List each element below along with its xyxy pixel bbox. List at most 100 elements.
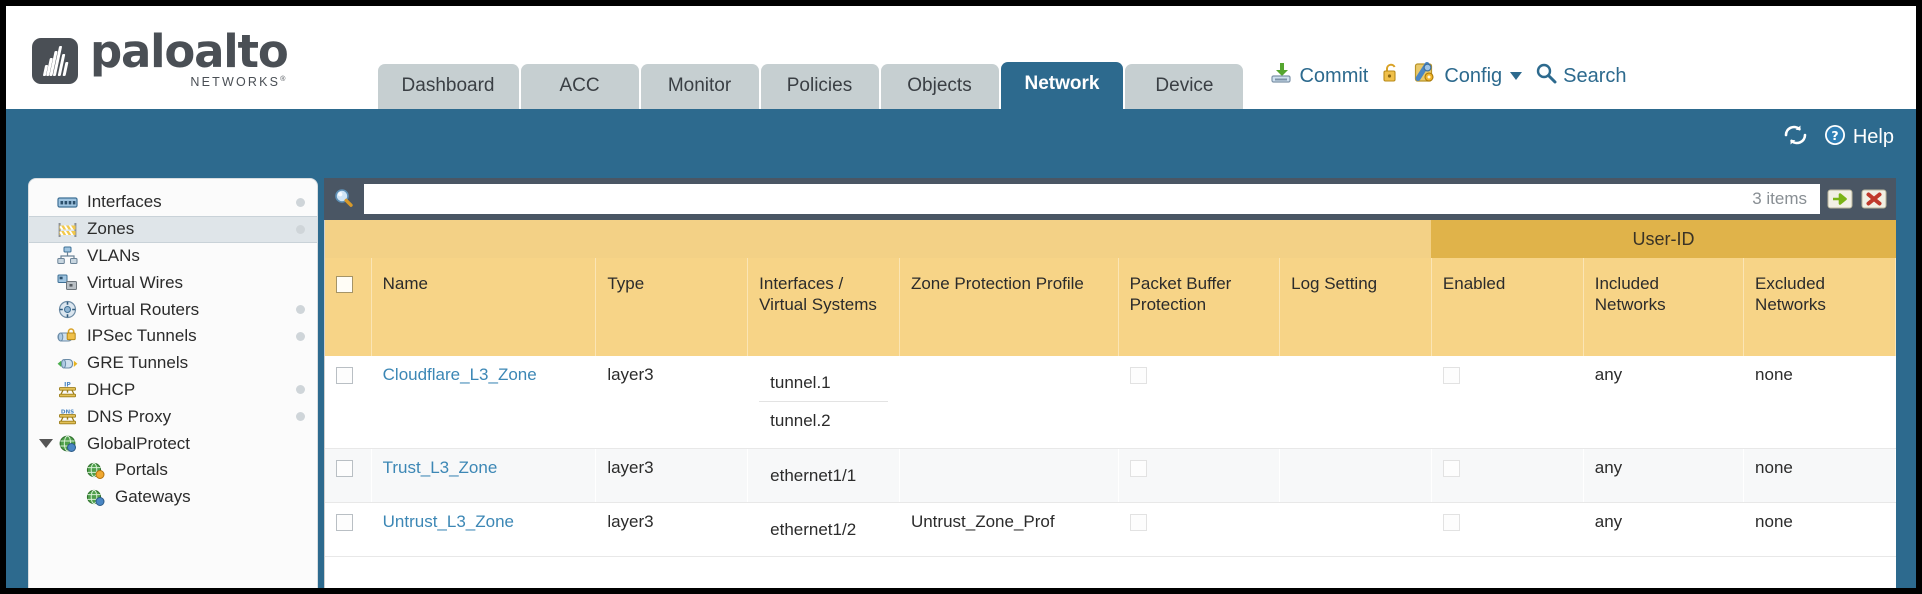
col-header-interfaces-virtual-systems[interactable]: Interfaces / Virtual Systems xyxy=(747,258,900,356)
row-select-cell xyxy=(325,448,372,503)
clear-filter-button[interactable] xyxy=(1860,185,1888,213)
col-header-name[interactable]: Name xyxy=(371,258,597,356)
col-header-zone-protection-profile[interactable]: Zone Protection Profile xyxy=(899,258,1119,356)
cell-log-setting xyxy=(1279,448,1432,503)
userid-enabled-checkbox[interactable] xyxy=(1442,513,1460,531)
select-all-header xyxy=(325,258,372,356)
zones-panel: 3 items xyxy=(324,178,1896,588)
sidebar-item-gre-tunnels[interactable]: GRE Tunnels xyxy=(29,350,317,377)
search-field-wrapper[interactable]: 3 items xyxy=(364,184,1820,214)
sidebar-item-dns-proxy[interactable]: DNS DNS Proxy xyxy=(29,403,317,430)
sidebar-item-label: VLANs xyxy=(87,245,140,265)
cell-excluded-networks: none xyxy=(1743,356,1896,449)
sidebar-item-label: Virtual Routers xyxy=(87,299,200,319)
config-lock-button[interactable] xyxy=(1381,62,1401,90)
cell-userid-enabled xyxy=(1431,448,1584,503)
zones-table-head: User-ID Name Type Interfaces / Virtual S… xyxy=(325,220,1896,356)
search-filter-icon[interactable] xyxy=(330,187,358,211)
virtual-routers-icon xyxy=(57,300,78,319)
sidebar-item-label: DHCP xyxy=(87,379,136,399)
search-button[interactable]: Search xyxy=(1535,62,1627,90)
sidebar-item-vlans[interactable]: VLANs xyxy=(29,243,317,270)
cell-packet-buffer-protection xyxy=(1118,356,1281,449)
config-wrench-gear-icon xyxy=(1414,61,1438,91)
sidebar-item-virtual-routers[interactable]: Virtual Routers xyxy=(29,296,317,323)
sidebar-item-zones[interactable]: Zones xyxy=(29,215,317,243)
col-header-enabled[interactable]: Enabled xyxy=(1431,258,1584,356)
group-header-userid: User-ID xyxy=(1431,220,1896,258)
brand-subtitle: NETWORKS® xyxy=(190,75,288,89)
col-header-included-networks[interactable]: Included Networks xyxy=(1583,258,1745,356)
sidebar-item-interfaces[interactable]: Interfaces xyxy=(29,189,317,216)
magnifier-icon xyxy=(1535,62,1557,90)
tab-device[interactable]: Device xyxy=(1125,64,1244,109)
table-row[interactable]: Trust_L3_Zone layer3 ethernet1/1 xyxy=(325,448,1896,503)
table-row[interactable]: Untrust_L3_Zone layer3 ethernet1/2 Untru… xyxy=(325,502,1896,558)
tab-monitor[interactable]: Monitor xyxy=(640,64,759,109)
userid-enabled-checkbox[interactable] xyxy=(1442,459,1460,477)
cell-interfaces: tunnel.1 tunnel.2 xyxy=(747,356,900,449)
row-checkbox[interactable] xyxy=(336,367,353,385)
packet-buffer-protection-checkbox[interactable] xyxy=(1129,459,1147,477)
col-header-log-setting[interactable]: Log Setting xyxy=(1279,258,1432,356)
network-sidebar: Interfaces Zones VLANs Vir xyxy=(28,178,318,588)
row-checkbox[interactable] xyxy=(336,459,353,477)
sidebar-item-portals[interactable]: Portals xyxy=(29,457,317,484)
tab-network[interactable]: Network xyxy=(1000,62,1124,109)
help-button[interactable]: ? Help xyxy=(1823,123,1894,153)
refresh-icon[interactable] xyxy=(1782,123,1809,152)
sidebar-item-label: IPSec Tunnels xyxy=(87,326,197,346)
sidebar-item-label: Interfaces xyxy=(87,192,162,212)
ipsec-tunnels-icon xyxy=(57,327,78,346)
tab-acc[interactable]: ACC xyxy=(520,64,639,109)
cell-excluded-networks: none xyxy=(1743,502,1896,558)
zones-table: User-ID Name Type Interfaces / Virtual S… xyxy=(325,220,1896,558)
commit-save-icon xyxy=(1269,61,1293,91)
table-row[interactable]: Cloudflare_L3_Zone layer3 tunnel.1 tunne… xyxy=(325,356,1896,449)
cell-userid-enabled xyxy=(1431,356,1584,449)
sidebar-item-gateways[interactable]: Gateways xyxy=(29,484,317,511)
sidebar-item-ipsec-tunnels[interactable]: IPSec Tunnels xyxy=(29,323,317,350)
cell-name: Cloudflare_L3_Zone xyxy=(371,356,597,449)
chevron-down-icon[interactable] xyxy=(1510,72,1523,80)
status-dot xyxy=(296,331,305,341)
cell-zone-protection-profile xyxy=(899,356,1119,449)
top-action-bar: Commit xyxy=(1269,61,1627,109)
search-input[interactable] xyxy=(377,189,1743,209)
commit-button[interactable]: Commit xyxy=(1269,61,1368,91)
col-header-packet-buffer-protection[interactable]: Packet Buffer Protection xyxy=(1118,258,1281,356)
sidebar-item-virtual-wires[interactable]: Virtual Wires xyxy=(29,269,317,296)
sidebar-item-globalprotect[interactable]: GlobalProtect xyxy=(29,430,317,457)
col-header-excluded-networks[interactable]: Excluded Networks xyxy=(1743,258,1896,356)
zone-name-link[interactable]: Trust_L3_Zone xyxy=(382,457,498,477)
packet-buffer-protection-checkbox[interactable] xyxy=(1129,513,1147,531)
zone-name-link[interactable]: Cloudflare_L3_Zone xyxy=(382,365,537,384)
search-label: Search xyxy=(1563,64,1627,87)
config-menu-button[interactable]: Config xyxy=(1414,61,1523,91)
tab-objects[interactable]: Objects xyxy=(880,64,999,109)
cell-name: Trust_L3_Zone xyxy=(371,448,597,503)
sidebar-item-dhcp[interactable]: IP DHCP xyxy=(29,377,317,404)
interface-entry: ethernet1/1 xyxy=(770,465,857,485)
help-question-icon: ? xyxy=(1823,123,1847,153)
cell-zone-protection-profile: Untrust_Zone_Prof xyxy=(899,502,1119,558)
zones-barrier-icon xyxy=(57,220,78,239)
padlock-icon xyxy=(1381,62,1401,90)
chevron-down-icon[interactable] xyxy=(39,439,53,449)
svg-text:DNS: DNS xyxy=(61,410,74,416)
apply-filter-button[interactable] xyxy=(1826,185,1854,213)
row-select-cell xyxy=(325,502,372,558)
interface-entry: tunnel.1 xyxy=(759,364,888,403)
row-checkbox[interactable] xyxy=(336,513,353,531)
globalprotect-globe-icon xyxy=(57,434,78,453)
zone-name-link[interactable]: Untrust_L3_Zone xyxy=(382,511,515,531)
tab-dashboard[interactable]: Dashboard xyxy=(377,64,519,109)
userid-enabled-checkbox[interactable] xyxy=(1442,367,1460,385)
cell-included-networks: any xyxy=(1583,502,1745,558)
column-header-row: Name Type Interfaces / Virtual Systems Z… xyxy=(325,258,1896,356)
packet-buffer-protection-checkbox[interactable] xyxy=(1129,367,1147,385)
col-header-type[interactable]: Type xyxy=(595,258,749,356)
svg-text:?: ? xyxy=(1831,128,1838,143)
tab-policies[interactable]: Policies xyxy=(760,64,879,109)
select-all-checkbox[interactable] xyxy=(336,276,353,294)
